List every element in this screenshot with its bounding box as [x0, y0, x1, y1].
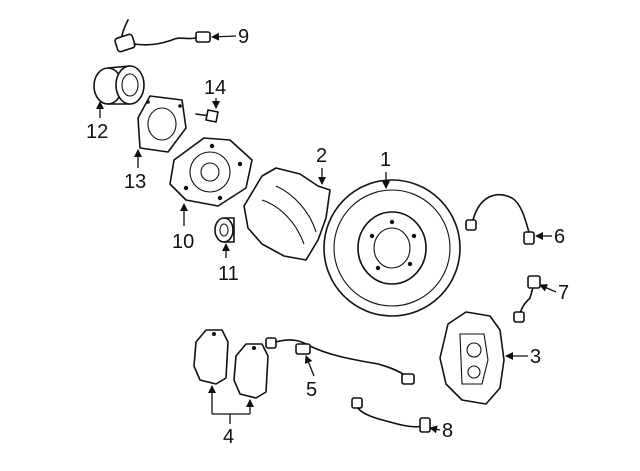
part-9-sensor [114, 19, 211, 53]
part-5-wear-sensor [265, 337, 415, 385]
part-7-line [513, 275, 541, 323]
callout-2: 2 [316, 145, 327, 167]
part-1-rotor [323, 179, 461, 317]
callout-1: 1 [380, 149, 391, 171]
part-6-hose [465, 194, 535, 245]
part-2-shield [243, 167, 331, 261]
part-10-hub [169, 137, 253, 207]
callout-5: 5 [306, 379, 317, 401]
callout-12: 12 [86, 121, 108, 143]
callout-13: 13 [124, 171, 146, 193]
callout-labels: 9 14 12 13 10 11 2 1 6 7 3 5 8 4 [86, 26, 569, 448]
callout-4: 4 [223, 426, 234, 448]
part-4-pads [193, 329, 269, 399]
part-11-nut [214, 217, 235, 243]
part-8-wear-sensor [351, 397, 431, 433]
callout-9: 9 [238, 26, 249, 48]
leader-lines [96, 32, 557, 434]
callout-14: 14 [204, 77, 226, 99]
callout-11: 11 [218, 263, 239, 285]
callout-7: 7 [558, 282, 569, 304]
callout-6: 6 [554, 226, 565, 248]
part-12-bearing [93, 65, 145, 105]
callout-10: 10 [172, 231, 194, 253]
callout-8: 8 [442, 420, 453, 442]
part-13-plate [137, 95, 187, 153]
callout-3: 3 [530, 346, 541, 368]
part-14-bolt [195, 109, 219, 123]
part-3-caliper [439, 311, 505, 405]
